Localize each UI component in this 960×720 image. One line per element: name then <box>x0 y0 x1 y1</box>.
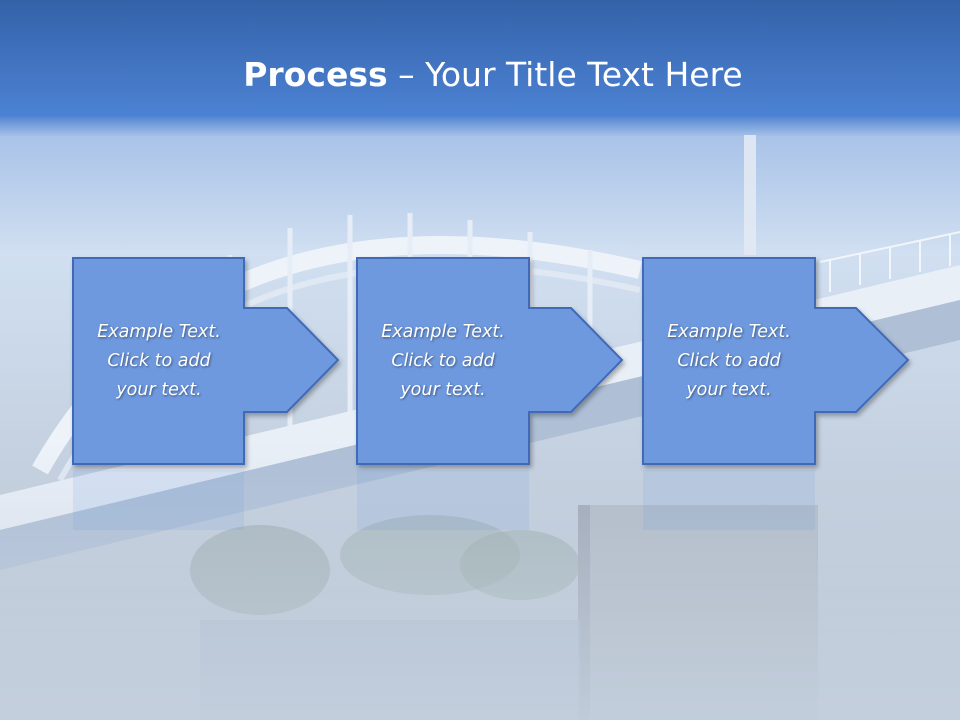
process-step-3[interactable]: Example Text. Click to add your text. <box>643 258 815 464</box>
process-step-1[interactable]: Example Text. Click to add your text. <box>73 258 245 464</box>
slide-title-rest: – Your Title Text Here <box>387 55 743 94</box>
process-step-2-line-3: your text. <box>400 379 486 400</box>
process-step-1-line-2: Click to add <box>107 350 211 371</box>
process-step-3-line-1: Example Text. <box>667 321 791 342</box>
process-step-1-text: Example Text. Click to add your text. <box>84 318 234 405</box>
process-step-2-line-2: Click to add <box>391 350 495 371</box>
process-step-2[interactable]: Example Text. Click to add your text. <box>357 258 529 464</box>
process-step-2-text: Example Text. Click to add your text. <box>368 318 518 405</box>
process-step-1-line-1: Example Text. <box>97 321 221 342</box>
process-step-3-line-3: your text. <box>686 379 772 400</box>
process-step-3-text: Example Text. Click to add your text. <box>654 318 804 405</box>
slide-title[interactable]: Process – Your Title Text Here <box>0 52 960 98</box>
process-step-2-arrow-shape[interactable] <box>356 257 624 465</box>
process-step-3-arrow-shape[interactable] <box>642 257 910 465</box>
process-step-2-line-1: Example Text. <box>381 321 505 342</box>
process-step-1-arrow-shape[interactable] <box>72 257 340 465</box>
slide-title-bold: Process <box>243 55 388 94</box>
process-step-1-line-3: your text. <box>116 379 202 400</box>
process-step-3-line-2: Click to add <box>677 350 781 371</box>
